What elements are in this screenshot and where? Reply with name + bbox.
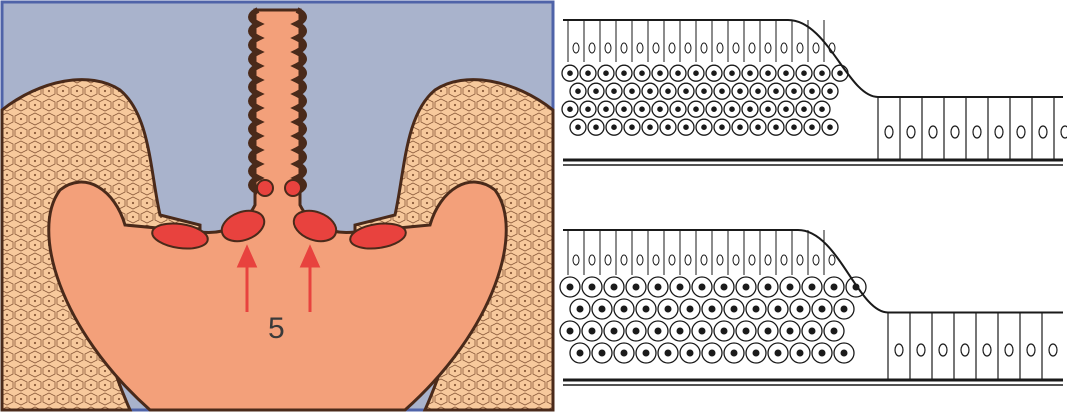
- left-diagram-panel: 5: [0, 0, 555, 412]
- right-diagram-panel: [558, 0, 1067, 412]
- right-diagram-svg: [558, 0, 1067, 412]
- left-diagram-svg: 5: [0, 0, 555, 412]
- diagram-label: 5: [268, 312, 285, 345]
